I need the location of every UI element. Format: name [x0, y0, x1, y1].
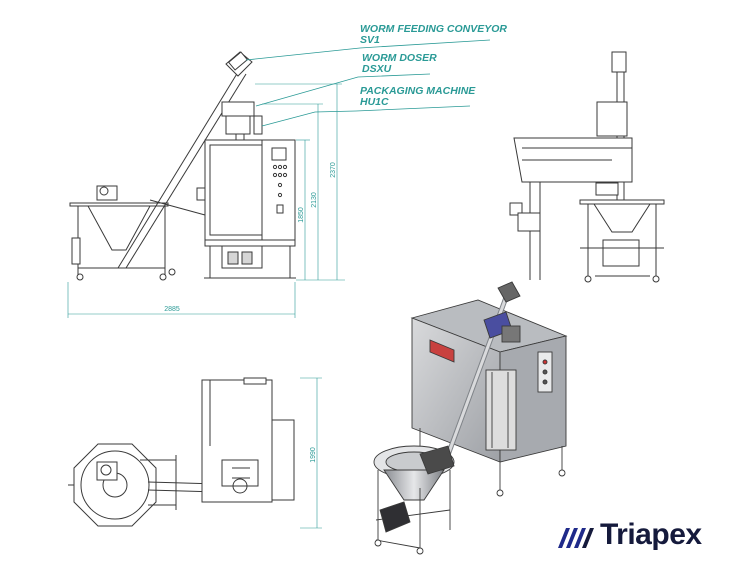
brand-logo-text: Triapex	[600, 518, 702, 551]
isometric-view	[373, 281, 568, 555]
dim-height-total: 2370	[330, 162, 337, 178]
triapex-logo-mark	[558, 528, 594, 548]
dim-height-doser: 2130	[311, 192, 318, 208]
dim-height-machine: 1850	[298, 207, 305, 223]
callout-packaging-machine: PACKAGING MACHINE HU1C	[360, 86, 475, 108]
callout-worm-feeding-conveyor: WORM FEEDING CONVEYOR SV1	[360, 24, 507, 46]
front-view	[69, 51, 296, 281]
callout-name: PACKAGING MACHINE	[360, 85, 476, 97]
callout-code: DSXU	[362, 63, 392, 75]
callout-name: WORM DOSER	[362, 52, 437, 64]
dim-width-total: 2885	[164, 306, 180, 313]
callout-leaders	[245, 39, 491, 127]
top-view	[68, 377, 295, 527]
side-view	[509, 51, 665, 283]
callout-worm-doser: WORM DOSER DSXU	[362, 53, 437, 75]
top-dimensions	[300, 377, 322, 529]
callout-code: SV1	[360, 34, 380, 46]
callout-name: WORM FEEDING CONVEYOR	[360, 23, 508, 35]
callout-code: HU1C	[360, 96, 389, 108]
front-dimensions	[67, 83, 345, 318]
dim-depth-total: 1990	[310, 447, 317, 463]
